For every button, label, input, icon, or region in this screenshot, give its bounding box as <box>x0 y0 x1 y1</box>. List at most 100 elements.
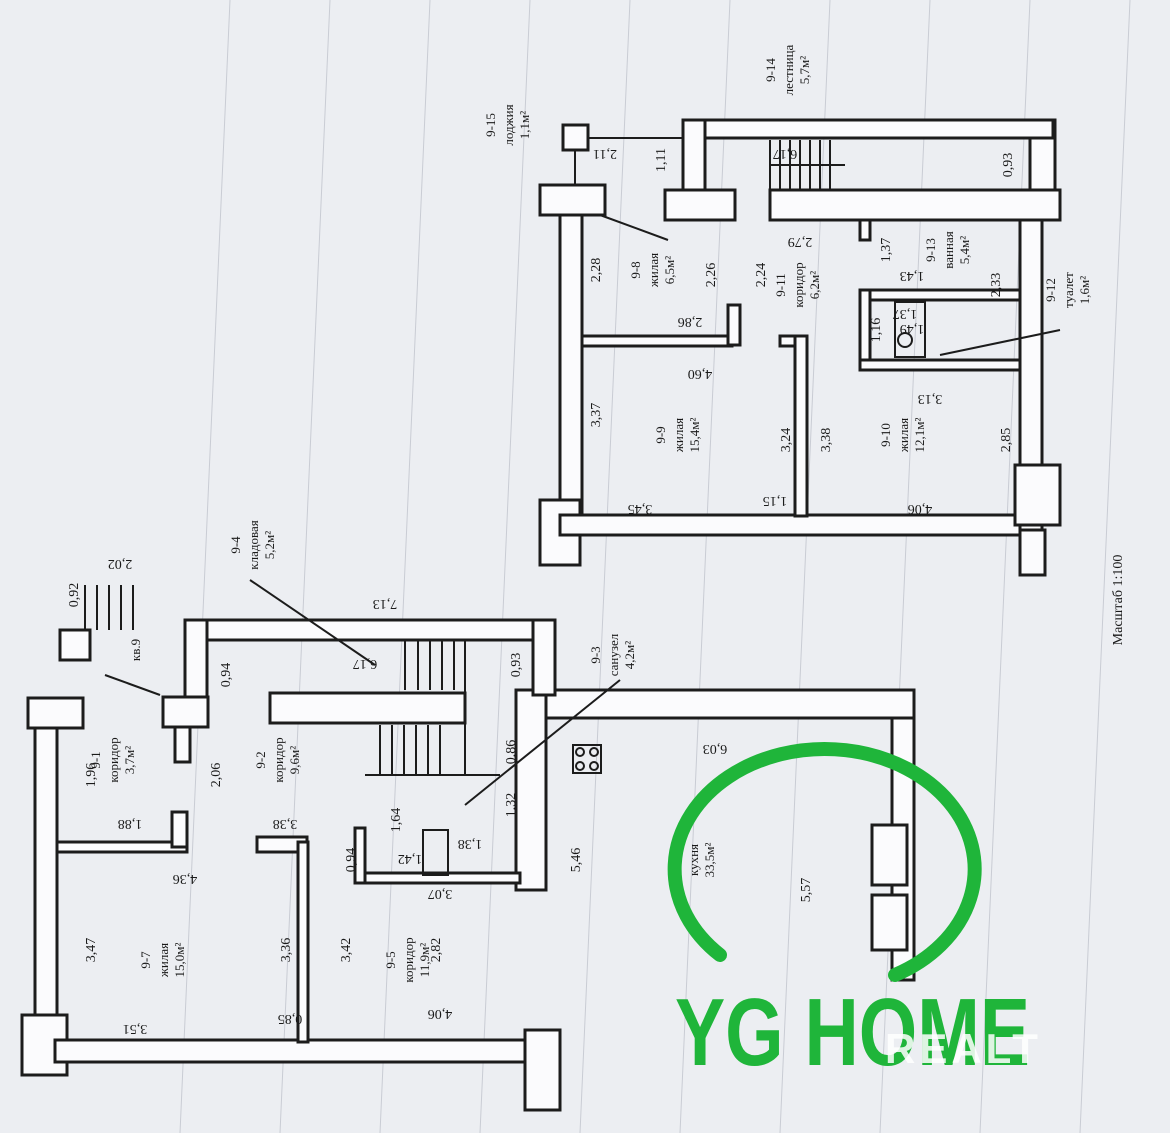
toilet-fixture <box>897 332 913 348</box>
upper-floor-plan <box>538 118 1062 577</box>
room-name-lower-3: санузел <box>606 633 621 676</box>
dimension-lower-22: 3,36 <box>279 938 294 963</box>
room-area-lower-3: 4,2м² <box>622 641 637 669</box>
dimension-upper-13: 2,33 <box>989 273 1004 298</box>
dimension-upper-20: 2,85 <box>999 428 1014 453</box>
stove-icon <box>572 744 602 774</box>
room-code-upper-3: 9-11 <box>773 273 788 296</box>
room-area-lower-4: 5,2м² <box>262 531 277 559</box>
room-name-lower-2: коридор <box>271 737 286 782</box>
room-name-upper-0: жилая <box>646 253 661 288</box>
dimension-lower-26: 0,85 <box>278 1011 303 1026</box>
room-name-upper-6: лестница <box>781 44 796 95</box>
room-code-lower-3: 9-3 <box>588 646 603 663</box>
dimension-upper-17: 3,37 <box>589 403 604 428</box>
dimension-upper-16: 3,13 <box>918 391 943 406</box>
dimension-lower-5: 0,93 <box>509 653 524 678</box>
dimension-upper-12: 1,16 <box>869 318 884 343</box>
upper-staircase <box>769 140 845 190</box>
room-code-lower-0: кв.9 <box>128 639 143 661</box>
dimension-upper-2: 6,17 <box>773 146 798 161</box>
dimension-upper-8: 1,37 <box>879 238 894 263</box>
dimension-lower-15: 0,94 <box>344 848 359 873</box>
dimension-upper-21: 3,45 <box>628 501 653 516</box>
room-code-upper-7: 9-15 <box>483 113 498 137</box>
room-code-lower-7: 9-7 <box>138 951 153 969</box>
dimension-lower-17: 3,07 <box>428 886 453 901</box>
room-code-lower-1: 9-1 <box>88 751 103 768</box>
room-code-upper-4: 9-12 <box>1043 278 1058 302</box>
dimension-upper-10: 2,86 <box>678 314 703 329</box>
dimension-upper-18: 3,24 <box>779 428 794 453</box>
dimension-upper-11: 1,37 <box>893 306 918 321</box>
dimension-lower-10: 0,86 <box>504 740 519 765</box>
watermark-partner: REALT <box>885 1025 1042 1072</box>
room-name-lower-6: кухня <box>686 844 701 876</box>
dimension-upper-7: 2,79 <box>788 234 813 249</box>
room-name-lower-7: жилая <box>156 943 171 978</box>
room-name-lower-1: коридор <box>106 737 121 782</box>
room-code-lower-2: 9-2 <box>253 751 268 768</box>
dimension-lower-4: 0,94 <box>219 663 234 688</box>
room-area-upper-1: 15,4м² <box>687 417 702 452</box>
room-name-upper-5: ванная <box>941 231 956 268</box>
room-name-upper-1: жилая <box>671 418 686 453</box>
dimension-lower-0: 2,02 <box>108 556 133 571</box>
lower-staircase <box>365 640 500 776</box>
room-name-upper-7: лоджия <box>501 104 516 145</box>
room-area-upper-6: 5,7м² <box>797 56 812 84</box>
dimension-upper-4: 2,28 <box>589 258 604 283</box>
room-code-lower-5: 9-5 <box>383 951 398 968</box>
room-area-lower-1: 3,7м² <box>122 746 137 774</box>
room-code-upper-0: 9-8 <box>628 261 643 278</box>
dimension-lower-19: 6,03 <box>703 741 728 756</box>
room-name-upper-2: жилая <box>896 418 911 453</box>
dimension-lower-16: 4,36 <box>173 871 198 886</box>
room-area-lower-7: 15,0м² <box>172 942 187 977</box>
dimension-lower-1: 0,92 <box>67 583 82 608</box>
room-area-lower-6: 33,5м² <box>702 842 717 877</box>
dimension-upper-23: 4,06 <box>908 501 933 516</box>
room-name-upper-4: туалет <box>1061 272 1076 308</box>
dimension-lower-23: 3,42 <box>339 938 354 963</box>
dimension-upper-5: 2,26 <box>704 263 719 288</box>
room-area-upper-2: 12,1м² <box>912 417 927 452</box>
room-area-upper-7: 1,1м² <box>517 111 532 139</box>
entrance-steps <box>84 585 134 630</box>
dimension-upper-6: 2,24 <box>754 263 769 288</box>
scale-label: Масштаб 1:100 <box>1111 555 1126 646</box>
room-name-upper-3: коридор <box>791 262 806 307</box>
dimension-lower-12: 1,32 <box>504 793 519 818</box>
dimension-lower-6: 1,96 <box>84 763 99 788</box>
room-area-upper-5: 5,4м² <box>957 236 972 264</box>
dimension-lower-2: 7,13 <box>373 596 398 611</box>
room-code-upper-6: 9-14 <box>763 58 778 82</box>
room-name-lower-5: коридор <box>401 937 416 982</box>
room-code-upper-1: 9-9 <box>653 426 668 443</box>
room-area-lower-2: 9,6м² <box>287 746 302 774</box>
dimension-lower-11: 1,64 <box>389 808 404 833</box>
dimension-lower-9: 3,38 <box>273 816 298 831</box>
dimension-upper-3: 0,93 <box>1001 153 1016 178</box>
dimension-lower-13: 1,38 <box>458 836 483 851</box>
dimension-lower-27: 4,06 <box>428 1006 453 1021</box>
room-area-upper-3: 6,2м² <box>807 271 822 299</box>
room-area-upper-0: 6,5м² <box>662 256 677 284</box>
dimension-lower-20: 5,57 <box>799 878 814 903</box>
logo-swoosh-icon <box>667 742 982 982</box>
dimension-upper-22: 1,15 <box>763 493 788 508</box>
room-code-upper-2: 9-10 <box>878 423 893 447</box>
dimension-lower-21: 3,47 <box>84 938 99 963</box>
room-name-lower-4: кладовая <box>246 520 261 569</box>
room-area-lower-5: 11,9м² <box>417 943 432 977</box>
room-area-upper-4: 1,6м² <box>1077 276 1092 304</box>
dimension-upper-9: 1,43 <box>900 268 925 283</box>
bathtub <box>422 829 449 876</box>
dimension-lower-8: 1,88 <box>118 816 143 831</box>
dimension-lower-18: 5,46 <box>569 848 584 873</box>
room-code-lower-4: 9-4 <box>228 536 243 554</box>
